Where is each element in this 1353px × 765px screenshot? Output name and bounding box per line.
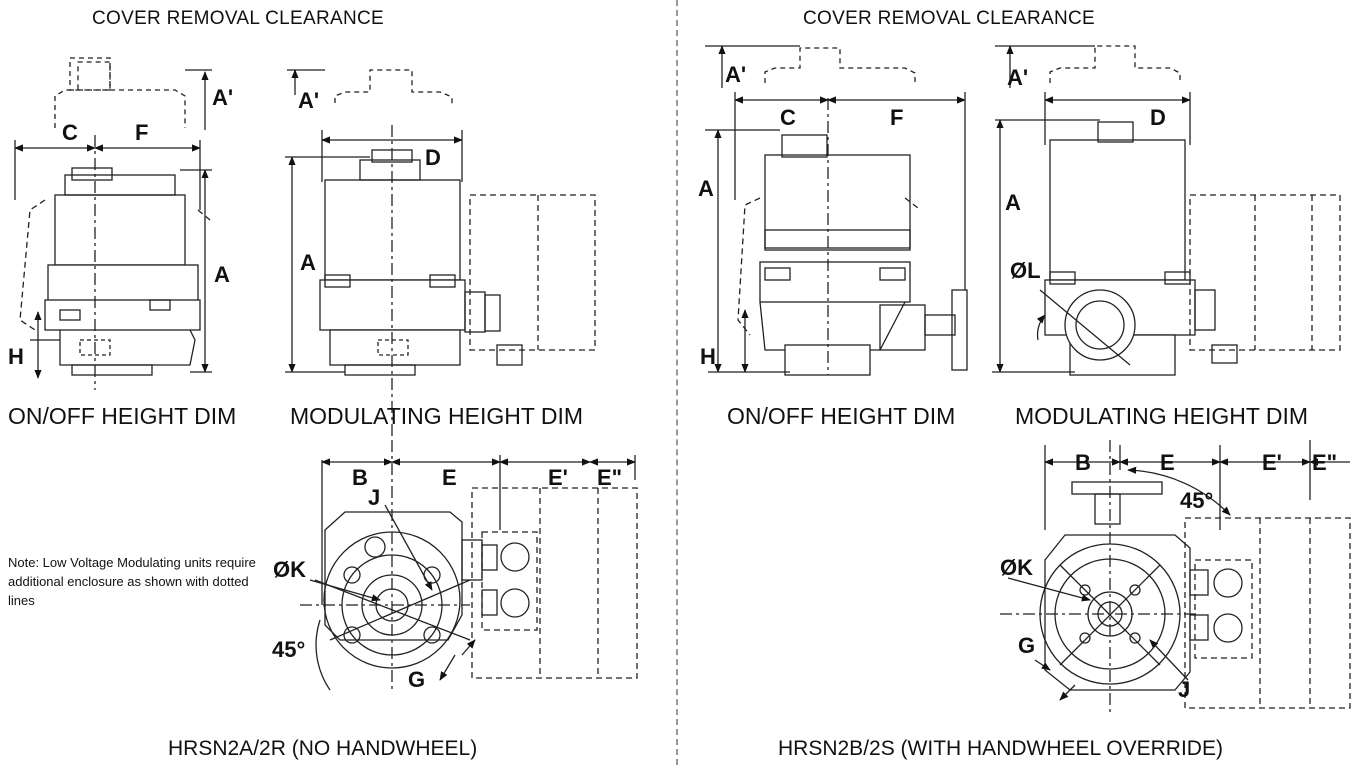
dim-label-b: B <box>1075 450 1091 475</box>
dim-label-k: ØK <box>1000 555 1033 580</box>
dim-label-b: B <box>352 465 368 490</box>
left-top-view <box>300 440 638 691</box>
right-footer-model: HRSN2B/2S (WITH HANDWHEEL OVERRIDE) <box>778 737 1223 760</box>
left-header: COVER REMOVAL CLEARANCE <box>92 8 384 29</box>
dim-label-l: ØL <box>1010 258 1041 283</box>
dim-label-e: E <box>1160 450 1175 475</box>
left-caption-onoff: ON/OFF HEIGHT DIM <box>8 403 237 429</box>
dim-label-c: C <box>62 120 78 145</box>
dim-label-e-prime: E' <box>548 465 568 490</box>
dim-label-d: D <box>1150 105 1166 130</box>
dim-label-e-double-prime: E" <box>1312 450 1338 475</box>
dim-label-e: E <box>442 465 457 490</box>
dim-label-a-prime: A' <box>298 88 320 113</box>
dim-label-a: A <box>698 176 714 201</box>
dim-label-g: G <box>408 667 426 692</box>
right-onoff-view <box>705 45 968 376</box>
dim-label-j: J <box>368 485 381 510</box>
right-caption-modulating: MODULATING HEIGHT DIM <box>1015 403 1309 429</box>
dim-label-a-prime: A' <box>1007 65 1029 90</box>
dim-label-a: A <box>1005 190 1021 215</box>
dim-label-k: ØK <box>273 557 306 582</box>
dim-label-angle: 45° <box>1180 488 1214 513</box>
dim-label-e-double-prime: E" <box>597 465 623 490</box>
dim-label-a: A <box>214 262 230 287</box>
right-header: COVER REMOVAL CLEARANCE <box>803 8 1095 29</box>
left-caption-modulating: MODULATING HEIGHT DIM <box>290 403 584 429</box>
dim-label-f: F <box>135 120 149 145</box>
left-onoff-view <box>14 57 212 390</box>
dim-label-f: F <box>890 105 904 130</box>
dim-label-g: G <box>1018 633 1036 658</box>
dim-label-c: C <box>780 105 796 130</box>
dim-label-h: H <box>700 344 716 369</box>
dim-label-a: A <box>300 250 316 275</box>
right-mod-view <box>992 45 1341 376</box>
dim-label-j: J <box>1178 677 1191 702</box>
left-mod-view <box>285 69 596 440</box>
note-text: Note: Low Voltage Modulating units requi… <box>8 555 256 608</box>
section-divider <box>676 0 678 765</box>
right-top-view <box>1000 440 1351 715</box>
left-footer-model: HRSN2A/2R (NO HANDWHEEL) <box>168 737 478 760</box>
dim-label-d: D <box>425 145 441 170</box>
dim-label-angle: 45° <box>272 637 306 662</box>
dim-label-a-prime: A' <box>725 62 747 87</box>
right-caption-onoff: ON/OFF HEIGHT DIM <box>727 403 956 429</box>
dim-label-h: H <box>8 344 24 369</box>
dim-label-a-prime: A' <box>212 85 234 110</box>
dim-label-e-prime: E' <box>1262 450 1282 475</box>
